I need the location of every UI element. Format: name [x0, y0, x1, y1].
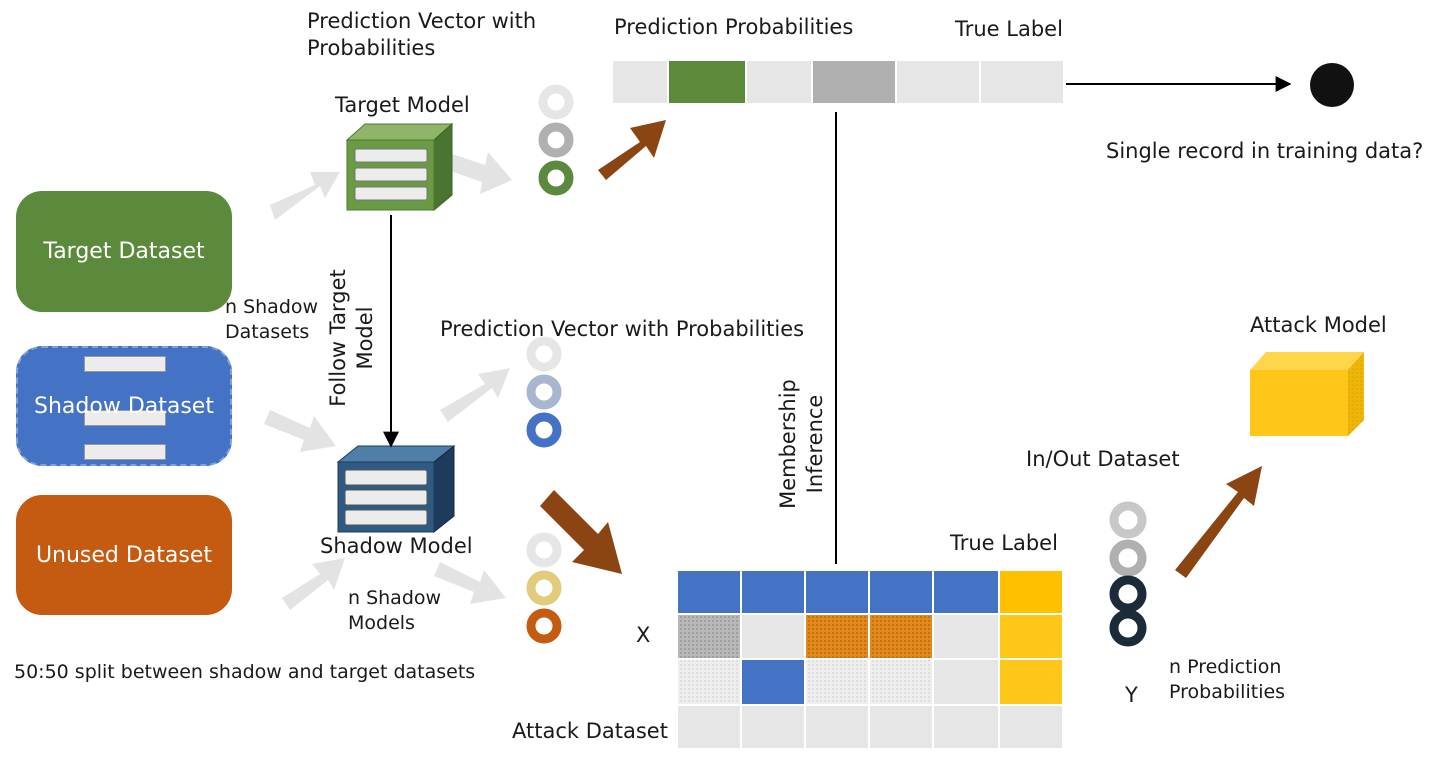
prediction-vector-mid-label: Prediction Vector with Probabilities — [440, 317, 805, 341]
rings-shadow-vector — [526, 336, 562, 448]
n-shadow-datasets-line2: Datasets — [225, 320, 310, 343]
target-model-label: Target Model — [335, 93, 470, 117]
rings-shadow-out — [526, 532, 562, 644]
prediction-vector-top-line1: Prediction Vector with — [307, 9, 537, 33]
prediction-vector-top-line2: Probabilities — [307, 36, 436, 61]
rings-in-out — [1109, 501, 1147, 647]
shadow-dataset-box: Shadow Dataset — [16, 346, 232, 466]
true-label-top: True Label — [955, 17, 1063, 41]
n-shadow-models-line2: Models — [348, 611, 415, 634]
prediction-probabilities-label: Prediction Probabilities — [614, 15, 854, 39]
n-prediction-line1: n Prediction — [1169, 656, 1282, 678]
flow-arrows-light — [264, 150, 512, 610]
follow-target-line1: Follow Target — [326, 269, 350, 407]
n-shadow-models-line1: n Shadow — [348, 587, 442, 609]
flow-arrows-brown — [540, 120, 1262, 578]
arrow-unused-dataset-to-model — [282, 558, 345, 610]
true-label-bottom: True Label — [950, 531, 1058, 555]
arrow-to-attack-model — [1175, 466, 1262, 578]
attack-model-cube — [1250, 352, 1364, 436]
prediction-vector-top-label: Prediction Vector with Probabilities — [307, 8, 536, 63]
attack-dataset-table — [676, 569, 1064, 750]
prediction-probabilities-bar — [611, 59, 1065, 105]
y-label: Y — [1125, 683, 1138, 707]
arrow-shadow-model-to-out — [434, 562, 506, 604]
in-out-dataset-label: In/Out Dataset — [1026, 447, 1180, 471]
shadow-model-cube — [336, 444, 456, 534]
arrow-shadow-model-to-vector — [440, 368, 510, 422]
target-dataset-box: Target Dataset — [16, 191, 232, 312]
n-shadow-datasets-line1: n Shadow — [225, 296, 319, 318]
shadow-dataset-strip — [84, 410, 166, 426]
shadow-model-label: Shadow Model — [320, 534, 473, 558]
n-prediction-probabilities-label: n Prediction Probabilities — [1169, 655, 1285, 704]
arrow-to-prediction-probabilities — [598, 120, 666, 180]
arrow-shadow-dataset-to-model — [264, 410, 336, 452]
follow-target-line2: Model — [353, 306, 378, 370]
membership-inference-label: Membership Inference — [775, 374, 831, 514]
arrow-to-attack-dataset — [540, 490, 622, 574]
membership-line2: Inference — [803, 394, 828, 494]
attack-model-label: Attack Model — [1250, 313, 1387, 337]
single-record-question: Single record in training data? — [1106, 139, 1424, 163]
target-model-cube — [345, 122, 454, 212]
shadow-dataset-strip — [84, 356, 166, 372]
split-note: 50:50 split between shadow and target da… — [14, 661, 476, 683]
shadow-dataset-strip — [84, 444, 166, 460]
follow-target-label: Follow Target Model — [325, 263, 381, 413]
n-shadow-datasets-label: n Shadow Datasets — [225, 295, 318, 344]
unused-dataset-box: Unused Dataset — [16, 495, 232, 615]
shadow-dataset-label: Shadow Dataset — [34, 393, 214, 419]
membership-line1: Membership — [776, 379, 800, 509]
unused-dataset-label: Unused Dataset — [35, 542, 213, 568]
single-record-dot — [1310, 63, 1354, 107]
attack-dataset-label: Attack Dataset — [512, 719, 668, 743]
arrow-target-model-to-output — [436, 150, 512, 194]
arrow-target-dataset-to-model — [270, 172, 340, 220]
target-dataset-label: Target Dataset — [43, 239, 205, 264]
rings-target-output — [538, 84, 574, 196]
x-label: X — [636, 623, 651, 647]
n-prediction-line2: Probabilities — [1169, 680, 1286, 703]
n-shadow-models-label: n Shadow Models — [348, 586, 441, 635]
